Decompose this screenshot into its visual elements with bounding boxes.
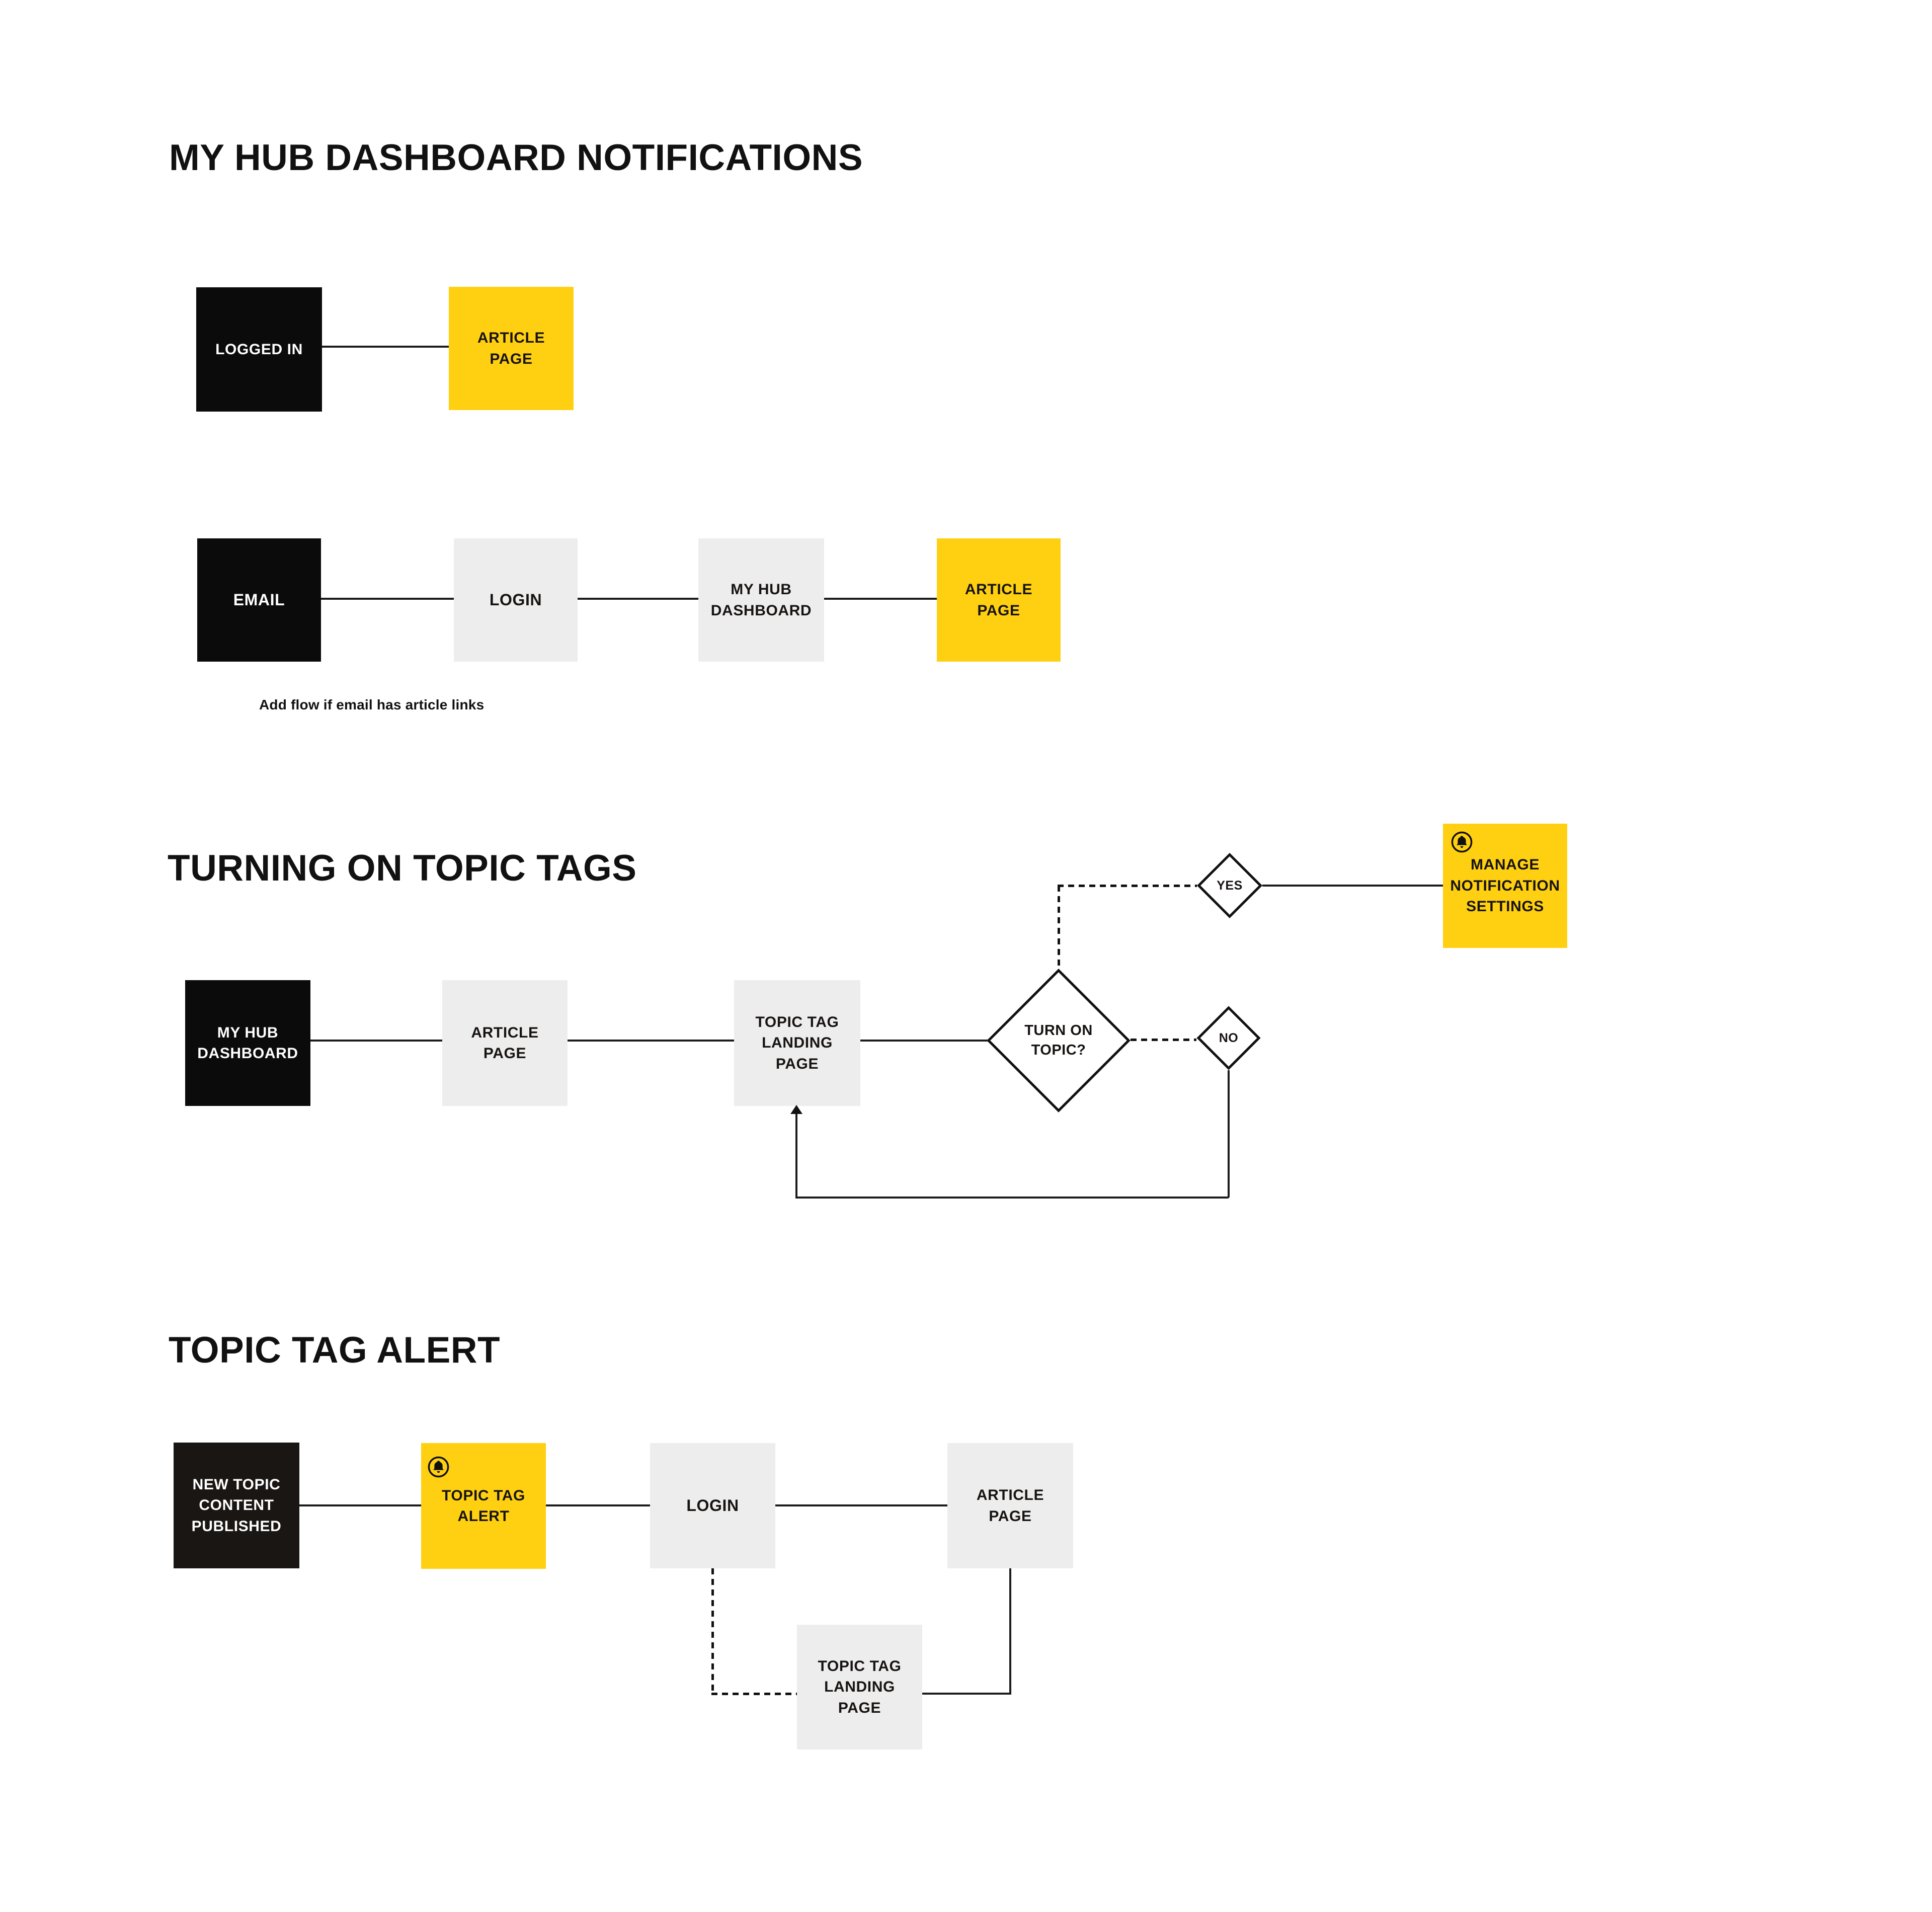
node-email[interactable]: EMAIL (197, 538, 321, 662)
node-label: LOGIN (686, 1496, 739, 1515)
node-article-page-row1[interactable]: ARTICLE PAGE (449, 287, 574, 410)
branch-yes[interactable]: YES (1196, 852, 1263, 919)
edge-myhub-to-article-row3 (310, 1040, 442, 1042)
node-manage-notification-settings[interactable]: MANAGE NOTIFICATION SETTINGS (1443, 824, 1567, 948)
node-label: NEW TOPIC CONTENT PUBLISHED (191, 1476, 282, 1535)
edge-no-loop-across (795, 1197, 1229, 1199)
node-article-page-row4[interactable]: ARTICLE PAGE (947, 1443, 1073, 1568)
edge-login-to-myhub (578, 598, 698, 600)
node-new-topic-content-published[interactable]: NEW TOPIC CONTENT PUBLISHED (174, 1443, 299, 1568)
node-label: MY HUB DASHBOARD (710, 581, 812, 619)
node-label: TOPIC TAG ALERT (442, 1487, 525, 1525)
node-article-page-row2[interactable]: ARTICLE PAGE (937, 538, 1061, 662)
bell-icon (427, 1455, 450, 1479)
edge-decision-up-dashed (1058, 886, 1060, 970)
node-label: ARTICLE PAGE (471, 1024, 539, 1062)
edge-article-down (1009, 1568, 1011, 1695)
edge-alert-to-login (546, 1504, 650, 1506)
node-label: MANAGE NOTIFICATION SETTINGS (1450, 856, 1560, 915)
edge-logged-in-to-article (322, 346, 449, 348)
node-label: MY HUB DASHBOARD (197, 1024, 298, 1062)
edge-to-yes-dashed (1058, 885, 1197, 887)
node-label: EMAIL (233, 591, 285, 609)
edge-ttlanding-to-decision (860, 1040, 988, 1042)
edge-login-to-ttlanding-dashed (711, 1693, 797, 1695)
node-article-page-row3[interactable]: ARTICLE PAGE (442, 980, 568, 1106)
branch-label: YES (1217, 878, 1243, 893)
node-topic-tag-landing-row4[interactable]: TOPIC TAG LANDING PAGE (797, 1625, 922, 1749)
section-title: MY HUB DASHBOARD NOTIFICATIONS (169, 137, 863, 178)
section-title: TURNING ON TOPIC TAGS (168, 848, 637, 889)
bell-icon (1450, 830, 1474, 854)
edge-to-no-dashed (1131, 1039, 1196, 1041)
node-label: TOPIC TAG LANDING PAGE (755, 1013, 839, 1072)
node-topic-tag-landing-row3[interactable]: TOPIC TAG LANDING PAGE (734, 980, 860, 1106)
node-label: TOPIC TAG LANDING PAGE (818, 1657, 902, 1716)
node-label: ARTICLE PAGE (976, 1487, 1044, 1525)
branch-label: NO (1219, 1030, 1239, 1045)
node-my-hub-dashboard-row2[interactable]: MY HUB DASHBOARD (698, 538, 824, 662)
node-topic-tag-alert[interactable]: TOPIC TAG ALERT (421, 1443, 546, 1569)
edge-login-to-article-row4 (775, 1504, 947, 1506)
node-logged-in[interactable]: LOGGED IN (196, 287, 322, 412)
edge-myhub-to-article (824, 598, 937, 600)
edge-no-loop-down (1228, 1070, 1230, 1198)
edge-article-to-ttlanding (922, 1693, 1011, 1695)
decision-turn-on-topic[interactable]: TURN ON TOPIC? (987, 969, 1131, 1112)
arrowhead-into-ttlanding (790, 1105, 802, 1114)
edge-login-down-dashed (711, 1568, 714, 1694)
edge-newtopic-to-alert (299, 1504, 421, 1506)
node-label: ARTICLE PAGE (964, 581, 1033, 619)
branch-no[interactable]: NO (1196, 1006, 1261, 1070)
decision-label: TURN ON TOPIC? (1024, 1022, 1093, 1058)
annotation-note: Add flow if email has article links (259, 697, 485, 712)
node-label: LOGIN (489, 591, 542, 609)
edge-email-to-login (321, 598, 454, 600)
edge-no-loop-up (795, 1113, 797, 1198)
node-login-row2[interactable]: LOGIN (454, 538, 578, 662)
edge-article-to-ttlanding-row3 (568, 1040, 734, 1042)
node-my-hub-dashboard-row3[interactable]: MY HUB DASHBOARD (185, 980, 310, 1106)
section-title: TOPIC TAG ALERT (169, 1330, 501, 1371)
node-label: LOGGED IN (215, 341, 303, 358)
edge-yes-to-manage (1262, 885, 1443, 887)
node-login-row4[interactable]: LOGIN (650, 1443, 775, 1568)
node-label: ARTICLE PAGE (477, 330, 545, 367)
